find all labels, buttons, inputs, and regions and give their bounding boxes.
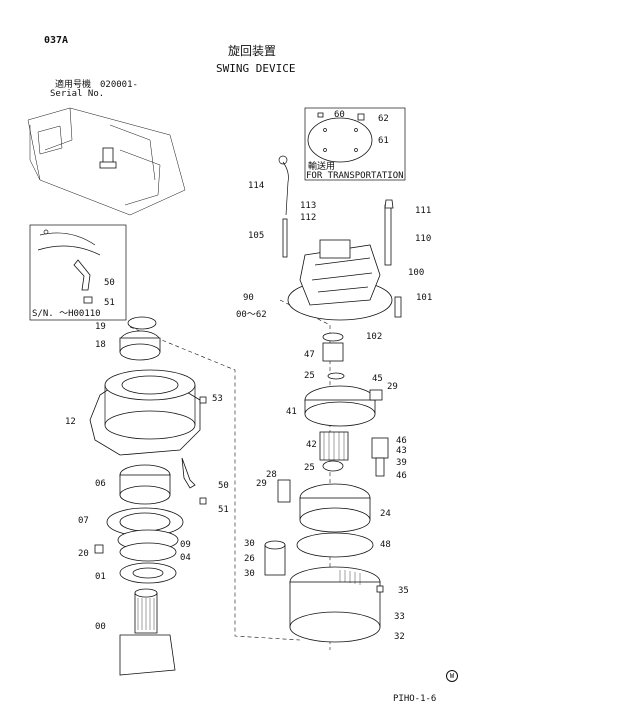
callout-26: 26 [244,554,255,564]
callout-100: 100 [408,268,425,278]
callout-42: 39 [396,458,407,468]
callout-50: 50 [218,481,229,491]
w-symbol-icon: W [446,670,458,682]
callout-111: 111 [415,206,432,216]
inset-left-detail [37,229,101,304]
callout-43: 43 [396,446,407,456]
callout-46-upper: 46 [396,436,407,446]
callout-01: 01 [95,572,106,582]
callout-24: 24 [380,509,391,519]
serial-label-japanese: 適用号機 [55,80,92,90]
page-code: 037A [44,35,69,46]
page-reference: PIHO-1-6 [393,694,437,704]
excavator-sketch [27,107,186,216]
callout-30-upper: 30 [244,539,255,549]
title-japanese: 旋回装置 [228,44,277,58]
callout-33: 33 [394,612,405,622]
serial-label-english: Serial No. [50,89,105,99]
callout-114: 114 [248,181,265,191]
callout-62: 62 [378,114,389,124]
callout-51: 51 [218,505,229,515]
callout-35: 35 [398,586,409,596]
callout-20: 20 [78,549,89,559]
callout-29-upper: 29 [387,382,398,392]
callout-102: 102 [366,332,383,342]
callout-29-lower: 29 [256,479,267,489]
callout-51-inset: 51 [104,298,115,308]
serial-value: 020001- [100,80,138,90]
title-english: SWING DEVICE [216,62,296,75]
reference-bottom: 00～62 [236,310,267,320]
callout-39: 42 [306,440,317,450]
inset-left-box [29,224,127,321]
callout-50-inset: 50 [104,278,115,288]
callout-48: 48 [380,540,391,550]
left-parts-column [89,316,207,676]
callout-30-lower: 30 [244,569,255,579]
callout-105: 105 [248,231,265,241]
callout-12: 12 [65,417,76,427]
callout-28: 28 [266,470,277,480]
right-parts-column [264,332,389,643]
callout-46-lower: 46 [396,471,407,481]
callout-06: 06 [95,479,106,489]
callout-25-lower: 25 [304,463,315,473]
callout-47: 47 [304,350,315,360]
callout-112: 112 [300,213,317,223]
inset-serial-note: S/N. ～H00110 [32,309,101,319]
callout-04: 04 [180,553,191,563]
inset-right-detail [307,112,373,163]
callout-00: 00 [95,622,106,632]
callout-101: 101 [416,293,433,303]
callout-61: 61 [378,136,389,146]
callout-19: 19 [95,322,106,332]
callout-32: 32 [394,632,405,642]
inset-right-box [304,107,406,181]
callout-18: 18 [95,340,106,350]
callout-09: 09 [180,540,191,550]
reference-top: 90 [243,293,254,303]
callout-07: 07 [78,516,89,526]
callout-25-upper: 25 [304,371,315,381]
callout-113: 113 [300,201,317,211]
callout-45: 45 [372,374,383,384]
callout-41: 41 [286,407,297,417]
callout-53: 53 [212,394,223,404]
callout-60: 60 [334,110,345,120]
callout-110: 110 [415,234,432,244]
transport-note-english: FOR TRANSPORTATION [306,171,404,181]
swing-motor-assembly [278,155,402,321]
transport-note-japanese: 輸送用 [308,162,336,172]
